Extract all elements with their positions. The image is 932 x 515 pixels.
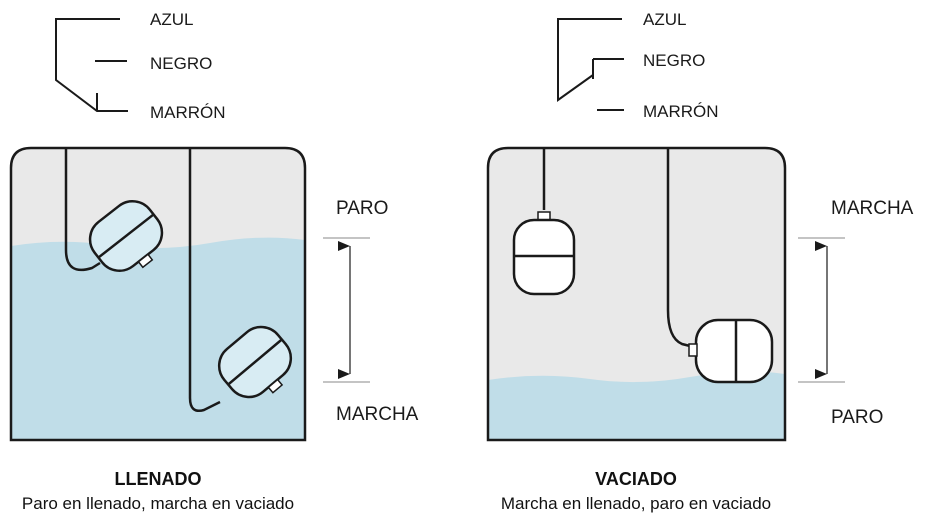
left-tank <box>9 146 307 442</box>
left-wire-black-label: NEGRO <box>150 54 212 73</box>
right-lower-cable <box>666 148 691 348</box>
right-title: VACIADO <box>595 469 677 489</box>
left-wire-brown-label: MARRÓN <box>150 103 226 122</box>
right-lower-level-label: PARO <box>831 407 883 428</box>
right-wiring-schematic <box>557 18 624 111</box>
left-lower-level-label: MARCHA <box>336 404 419 425</box>
float-switch-icon <box>688 318 774 384</box>
right-water <box>488 371 785 440</box>
right-wire-black-label: NEGRO <box>643 51 705 70</box>
left-subtitle: Paro en llenado, marcha en vaciado <box>22 494 294 513</box>
left-upper-level-label: PARO <box>336 198 388 219</box>
right-wire-brown-label: MARRÓN <box>643 102 719 121</box>
float-switch-icon <box>217 325 293 399</box>
right-upper-level-label: MARCHA <box>831 198 914 219</box>
left-wiring-schematic <box>55 18 128 112</box>
left-lower-cable <box>188 148 221 412</box>
right-panel: AZUL NEGRO MARRÓN MARCHA <box>486 10 914 513</box>
left-upper-cable <box>64 148 101 272</box>
right-wire-blue-label: AZUL <box>643 10 686 29</box>
left-panel: AZUL NEGRO MARRÓN PARO <box>9 10 419 513</box>
left-title: LLENADO <box>115 469 202 489</box>
right-subtitle: Marcha en llenado, paro en vaciado <box>501 494 771 513</box>
float-switch-icon <box>512 211 576 296</box>
double-arrow-icon <box>798 237 845 383</box>
double-arrow-icon <box>323 237 370 383</box>
left-wire-blue-label: AZUL <box>150 10 193 29</box>
float-switch-icon <box>88 200 164 272</box>
